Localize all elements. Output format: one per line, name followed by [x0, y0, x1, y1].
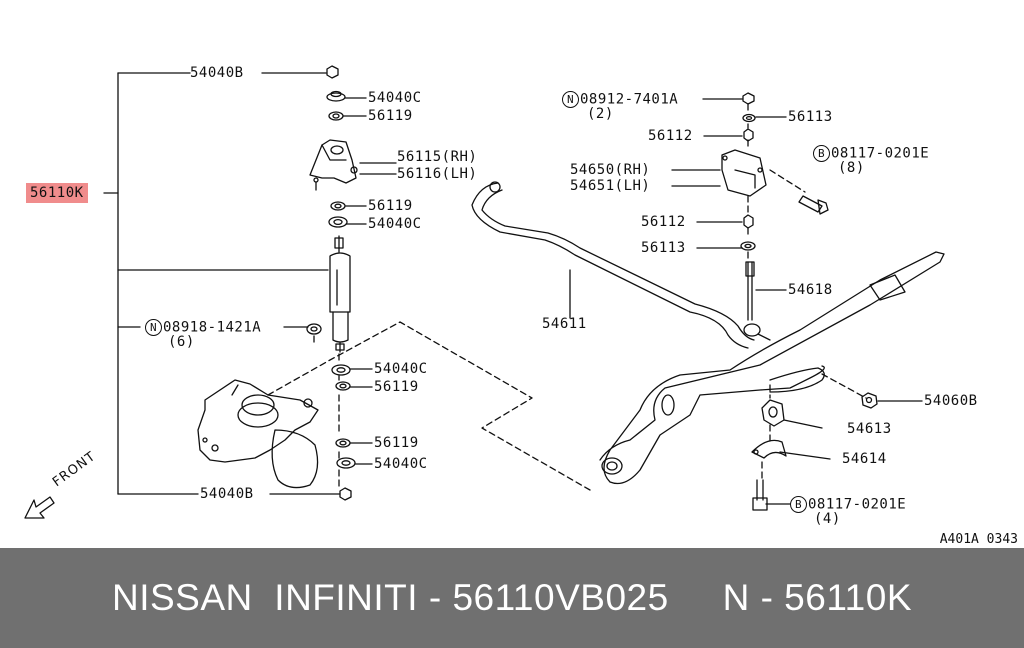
lower-mount-assembly — [197, 379, 319, 489]
dashed-reference-lines — [267, 103, 867, 491]
part-label: 56116(LH) — [397, 166, 478, 182]
front-arrow-icon — [24, 496, 55, 519]
part-label: 56113 — [641, 240, 686, 256]
part-label: 54040C — [368, 216, 422, 232]
parts-diagram: 54040B 54040C 56119 56115(RH) 56116(LH) … — [24, 65, 1018, 547]
part-label: 54618 — [788, 282, 833, 298]
clamp-54614 — [751, 439, 787, 459]
part-label: 56119 — [368, 198, 413, 214]
leader-lines-right — [569, 98, 923, 505]
nut-symbol-icon: N — [562, 91, 579, 108]
bolt-symbol-icon: B — [790, 496, 807, 513]
shock-absorber-kit-bracket — [103, 72, 341, 495]
part-label: 54040C — [374, 456, 428, 472]
nut-54040b-top — [326, 65, 339, 79]
washer-stack-lower — [331, 364, 356, 501]
part-quantity: (4) — [814, 511, 841, 527]
washer-stack-top — [326, 90, 346, 121]
part-label: 56115(RH) — [397, 149, 478, 165]
part-number-footer: NISSAN INFINITI - 56110VB025 N - 56110K — [0, 548, 1024, 648]
nut-08918 — [306, 323, 322, 335]
bolt-08117-top — [798, 195, 829, 215]
nut-54060b — [861, 392, 878, 409]
part-label: 56112 — [641, 214, 686, 230]
stabilizer-bar — [471, 181, 755, 349]
diagram-reference-code: A401A 0343 — [939, 532, 1018, 547]
part-label: 56119 — [368, 108, 413, 124]
part-label: 56112 — [648, 128, 693, 144]
part-label: 54614 — [842, 451, 887, 467]
part-label: 54611 — [542, 316, 587, 332]
part-label: 54613 — [847, 421, 892, 437]
part-quantity: (8) — [838, 160, 865, 176]
stabilizer-link — [743, 261, 771, 341]
leader-lines-left — [283, 97, 397, 465]
washer-stack-mid — [328, 201, 348, 228]
bolt-symbol-icon: B — [813, 145, 830, 162]
bushing-54613 — [761, 399, 785, 427]
part-label: 54040C — [368, 90, 422, 106]
part-label: 56119 — [374, 379, 419, 395]
bolt-08117-bottom — [752, 479, 768, 511]
part-label: 54060B — [924, 393, 978, 409]
part-label: 54651(LH) — [570, 178, 651, 194]
part-label: 54650(RH) — [570, 162, 651, 178]
part-label: 56113 — [788, 109, 833, 125]
stabilizer-hardware — [740, 92, 756, 251]
part-quantity: (2) — [587, 106, 614, 122]
part-label: 56119 — [374, 435, 419, 451]
part-quantity: (6) — [168, 334, 195, 350]
part-label: 54040B — [200, 486, 254, 502]
part-label: 54040B — [190, 65, 244, 81]
stabilizer-bracket — [721, 149, 767, 197]
lower-control-arm — [599, 251, 945, 485]
footer-text: NISSAN INFINITI - 56110VB025 N - 56110K — [111, 577, 912, 618]
shock-absorber — [329, 235, 351, 353]
highlighted-part-label: 56110K — [26, 183, 88, 203]
diagram-drawing — [24, 65, 945, 519]
part-label: 54040C — [374, 361, 428, 377]
shock-mount-bracket — [309, 139, 358, 191]
nut-symbol-icon: N — [145, 319, 162, 336]
